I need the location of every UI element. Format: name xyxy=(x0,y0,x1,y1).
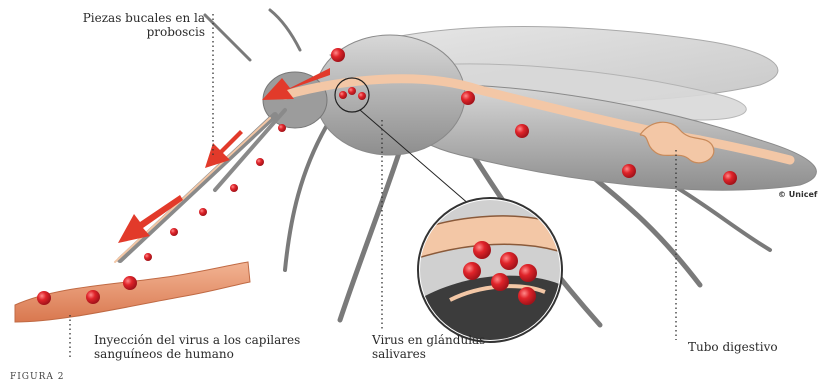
leg-4 xyxy=(340,150,400,320)
label-proboscis-line1: Piezas bucales en la xyxy=(40,11,205,25)
label-proboscis-line2: proboscis xyxy=(40,25,205,39)
leg-5 xyxy=(285,120,330,270)
virus-particle xyxy=(723,171,737,185)
virus-particle xyxy=(278,124,286,132)
virus-particle xyxy=(199,208,207,216)
image-credit: © Unicef xyxy=(778,190,817,199)
label-proboscis: Piezas bucales en la proboscis xyxy=(40,11,205,39)
virus-particle xyxy=(170,228,178,236)
virus-particle xyxy=(331,48,345,62)
virus-particle xyxy=(463,262,481,280)
virus-particle xyxy=(518,287,536,305)
proboscis xyxy=(115,110,285,262)
magnifier-inset xyxy=(418,198,562,342)
virus-particle xyxy=(256,158,264,166)
figure-caption: FIGURA 2 xyxy=(10,372,64,382)
virus-particle xyxy=(473,241,491,259)
virus-particle xyxy=(144,253,152,261)
virus-particle xyxy=(230,184,238,192)
label-digestive: Tubo digestivo xyxy=(688,340,808,354)
virus-particle xyxy=(491,273,509,291)
leg-6 xyxy=(205,15,250,60)
virus-particle xyxy=(622,164,636,178)
virus-particle xyxy=(519,264,537,282)
virus-particle xyxy=(37,291,51,305)
label-salivary: Virus en glándulas salivares xyxy=(372,333,522,361)
virus-particle xyxy=(339,91,347,99)
virus-particle xyxy=(123,276,137,290)
label-injection-line1: Inyección del virus a los capilares xyxy=(94,333,354,347)
label-salivary-line2: salivares xyxy=(372,347,522,361)
capillary xyxy=(15,262,250,322)
virus-particle xyxy=(358,92,366,100)
label-injection-line2: sanguíneos de humano xyxy=(94,347,354,361)
virus-particle xyxy=(515,124,529,138)
leg-7 xyxy=(270,10,300,50)
virus-particle xyxy=(461,91,475,105)
virus-particle xyxy=(500,252,518,270)
virus-particle xyxy=(86,290,100,304)
label-injection: Inyección del virus a los capilares sang… xyxy=(94,333,354,361)
virus-particle xyxy=(348,87,356,95)
label-salivary-line1: Virus en glándulas xyxy=(372,333,522,347)
